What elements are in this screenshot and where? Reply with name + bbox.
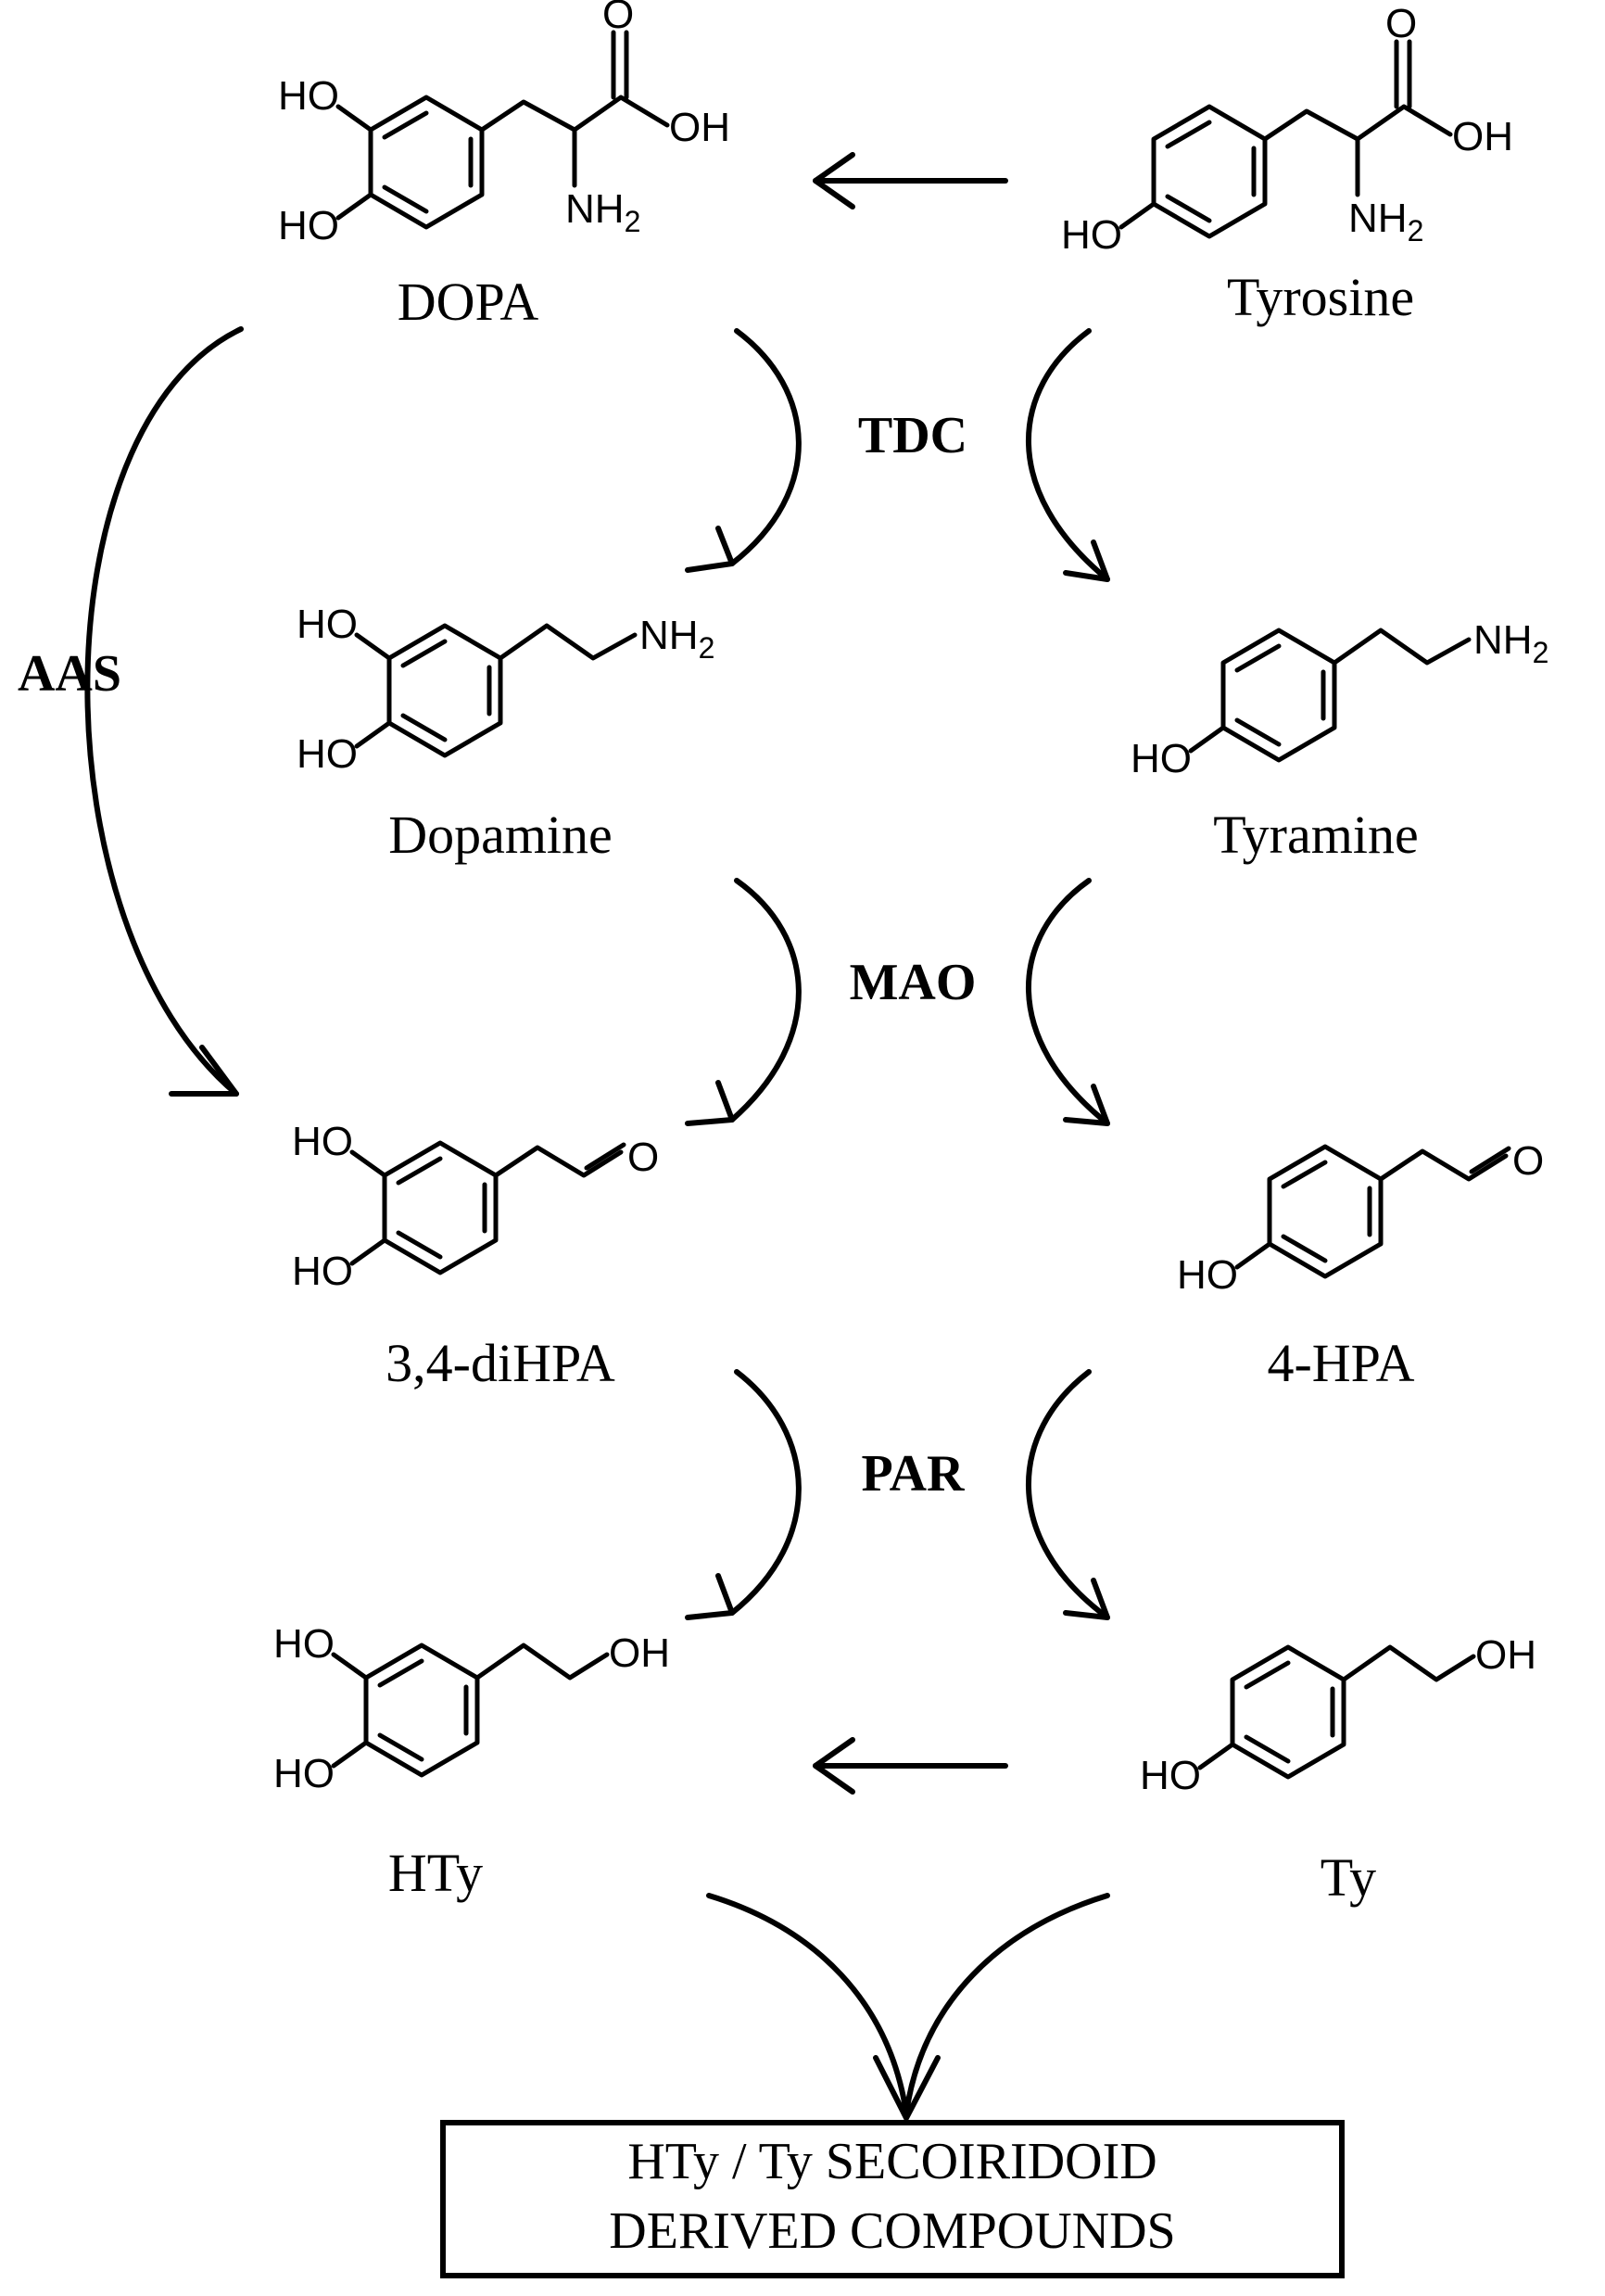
compound-label-dihpa: 3,4-diHPA (385, 1333, 615, 1393)
amino-label: NH2 (1348, 196, 1423, 247)
arrow-hpa-to-ty (1026, 1369, 1110, 1620)
enzyme-label-mao: MAO (850, 954, 977, 1011)
hty-structure: OH (273, 1621, 670, 1796)
carboxyl-hydroxyl-label: OH (669, 105, 730, 150)
carbonyl-oxygen-label: O (1385, 1, 1417, 46)
arrow-dopamine-to-dihpa (685, 878, 802, 1126)
hpa-structure: O (1177, 1138, 1544, 1298)
compound-label-hty: HTy (388, 1843, 483, 1903)
ty-structure: OH (1140, 1632, 1536, 1798)
dopamine-structure: NH2 (297, 602, 714, 777)
dihpa-structure: O (292, 1119, 659, 1294)
arrow-tyrosine-to-tyramine (1026, 328, 1110, 582)
arrow-tyramine-to-hpa (1026, 878, 1110, 1126)
compound-label-ty: Ty (1321, 1847, 1376, 1908)
compound-label-tyramine: Tyramine (1213, 805, 1418, 865)
dopa-structure: O OH NH2 (278, 0, 730, 248)
tyrosine-structure: O OH NH2 (1061, 1, 1513, 258)
hydroxyl-label: OH (609, 1630, 670, 1676)
arrow-dopa-to-dihpa (84, 326, 244, 1097)
compound-label-dopa: DOPA (398, 272, 539, 332)
tyramine-structure: NH2 (1131, 617, 1548, 781)
arrow-dihpa-to-hty (685, 1369, 802, 1620)
enzyme-label-tdc: TDC (858, 407, 967, 464)
carbonyl-oxygen-label: O (602, 0, 634, 37)
arrow-hty-to-output (706, 1893, 909, 2116)
carbonyl-oxygen-label: O (627, 1135, 659, 1180)
hydroxyl-label: OH (1475, 1632, 1536, 1678)
enzyme-label-aas: AAS (18, 645, 121, 703)
arrow-ty-to-output (904, 1893, 1110, 2116)
compound-label-dopamine: Dopamine (388, 805, 613, 865)
amino-label: NH2 (565, 186, 640, 238)
arrow-dopa-to-dopamine (685, 328, 802, 573)
enzyme-label-par: PAR (862, 1445, 965, 1503)
output-arrowhead (873, 2055, 941, 2121)
arrow-ty-to-hty (813, 1740, 1008, 1792)
amino-label: NH2 (1473, 617, 1548, 669)
compound-label-hpa: 4-HPA (1267, 1333, 1414, 1393)
amino-label: NH2 (639, 613, 714, 665)
carboxyl-hydroxyl-label: OH (1452, 114, 1513, 159)
output-box: HTy / Ty SECOIRIDOID DERIVED COMPOUNDS (440, 2120, 1345, 2278)
arrow-tyrosine-to-dopa (813, 155, 1008, 207)
output-box-line1: HTy / Ty SECOIRIDOID (627, 2133, 1156, 2190)
compound-label-tyrosine: Tyrosine (1227, 267, 1414, 327)
carbonyl-oxygen-label: O (1512, 1138, 1544, 1184)
output-box-line2: DERIVED COMPOUNDS (609, 2202, 1175, 2260)
